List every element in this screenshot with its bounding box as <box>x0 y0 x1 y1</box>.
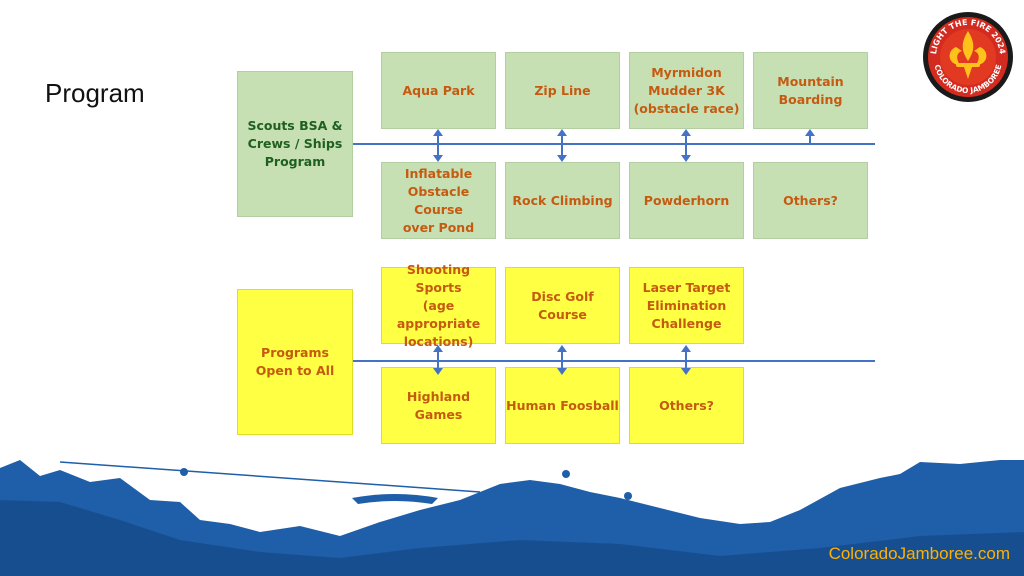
shooting-sports-box: Shooting Sports (age appropriate locatio… <box>381 262 496 349</box>
open-others-box: Others? <box>629 367 744 444</box>
highland-games-box: Highland Games <box>381 367 496 444</box>
powderhorn-box: Powderhorn <box>629 162 744 239</box>
open-arrow-3 <box>681 345 691 375</box>
scouts-others-box: Others? <box>753 162 868 239</box>
open-programs-box: Programs Open to All <box>237 289 353 435</box>
inflatable-obstacle-box: Inflatable Obstacle Course over Pond <box>381 162 496 239</box>
website-link[interactable]: ColoradoJamboree.com <box>828 544 1010 563</box>
scouts-arrow-4 <box>805 129 815 144</box>
open-arrow-2 <box>557 345 567 375</box>
mountain-boarding-box: Mountain Boarding <box>753 52 868 129</box>
open-arrow-1 <box>433 345 443 375</box>
laser-target-box: Laser Target Elimination Challenge <box>629 267 744 344</box>
disc-golf-box: Disc Golf Course <box>505 267 620 344</box>
fleur-de-lis-flame-icon <box>949 31 987 79</box>
human-foosball-box: Human Foosball <box>505 367 620 444</box>
myrmidon-mudder-box: Myrmidon Mudder 3K (obstacle race) <box>629 52 744 129</box>
scouts-arrow-2 <box>557 129 567 162</box>
rock-climbing-box: Rock Climbing <box>505 162 620 239</box>
scouts-arrow-3 <box>681 129 691 162</box>
scouts-arrow-1 <box>433 129 443 162</box>
scouts-connector-line <box>353 143 875 145</box>
zip-line-box: Zip Line <box>505 52 620 129</box>
aqua-park-box: Aqua Park <box>381 52 496 129</box>
colorado-jamboree-logo: LIGHT THE FIRE 2024 COLORADO JAMBOREE <box>923 12 1013 102</box>
scouts-program-box: Scouts BSA & Crews / Ships Program <box>237 71 353 217</box>
page-title: Program <box>45 78 145 108</box>
open-connector-line <box>353 360 875 362</box>
mountain-scene <box>0 460 1024 576</box>
